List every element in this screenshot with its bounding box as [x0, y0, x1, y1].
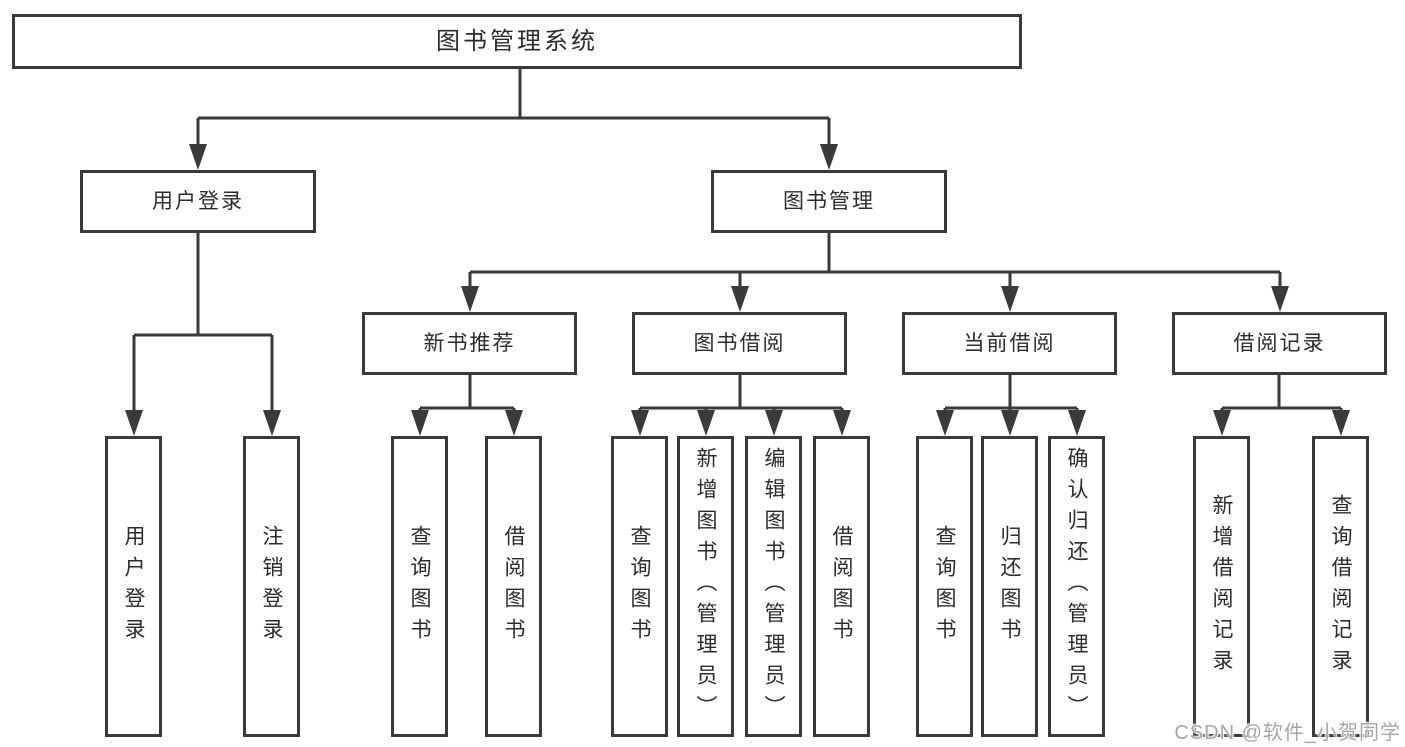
leaf-user-login: 用户登录	[105, 436, 162, 737]
csdn-watermark: CSDN @软件_小贺同学	[1174, 722, 1401, 744]
leaf-label: 用户登录	[122, 524, 145, 649]
node-library-management-system: 图书管理系统	[12, 14, 1022, 69]
leaf-label: 注销登录	[260, 524, 283, 649]
leaf-records-query-record: 查询借阅记录	[1312, 436, 1369, 737]
node-label: 图书管理	[783, 190, 875, 213]
node-label: 借阅记录	[1233, 332, 1326, 355]
leaf-newrec-query-books: 查询图书	[391, 436, 448, 737]
leaf-label: 归还图书	[998, 524, 1021, 649]
node-label: 用户登录	[152, 190, 244, 213]
node-book-management: 图书管理	[711, 170, 947, 233]
node-user-login: 用户登录	[80, 170, 316, 233]
leaf-label: 借阅图书	[830, 524, 853, 649]
leaf-label: 新增借阅记录	[1210, 493, 1233, 680]
leaf-borrowing-edit-books-admin: 编辑图书（管理员）	[745, 436, 802, 737]
node-current-borrowing: 当前借阅	[902, 312, 1117, 375]
leaf-label: 新增图书（管理员）	[694, 447, 717, 726]
leaf-logout: 注销登录	[243, 436, 300, 737]
leaf-current-query-books: 查询图书	[916, 436, 973, 737]
leaf-label: 确认归还（管理员）	[1065, 447, 1088, 726]
leaf-label: 查询图书	[408, 524, 431, 649]
node-label: 图书借阅	[693, 332, 786, 355]
leaf-borrowing-add-books-admin: 新增图书（管理员）	[677, 436, 734, 737]
leaf-borrowing-borrow-books: 借阅图书	[813, 436, 870, 737]
leaf-records-add-record: 新增借阅记录	[1193, 436, 1250, 737]
node-new-book-recommend: 新书推荐	[362, 312, 577, 375]
leaf-newrec-borrow-books: 借阅图书	[485, 436, 542, 737]
node-label: 新书推荐	[423, 332, 516, 355]
node-borrowing-records: 借阅记录	[1172, 312, 1387, 375]
leaf-label: 查询图书	[933, 524, 956, 649]
node-book-borrowing: 图书借阅	[632, 312, 847, 375]
node-label: 图书管理系统	[436, 27, 598, 55]
leaf-label: 查询借阅记录	[1329, 493, 1352, 680]
leaf-current-return-books: 归还图书	[981, 436, 1038, 737]
leaf-label: 查询图书	[628, 524, 651, 649]
node-label: 当前借阅	[963, 332, 1056, 355]
leaf-label: 借阅图书	[502, 524, 525, 649]
leaf-label: 编辑图书（管理员）	[762, 447, 785, 726]
leaf-borrowing-query-books: 查询图书	[611, 436, 668, 737]
leaf-current-confirm-return-admin: 确认归还（管理员）	[1048, 436, 1105, 737]
